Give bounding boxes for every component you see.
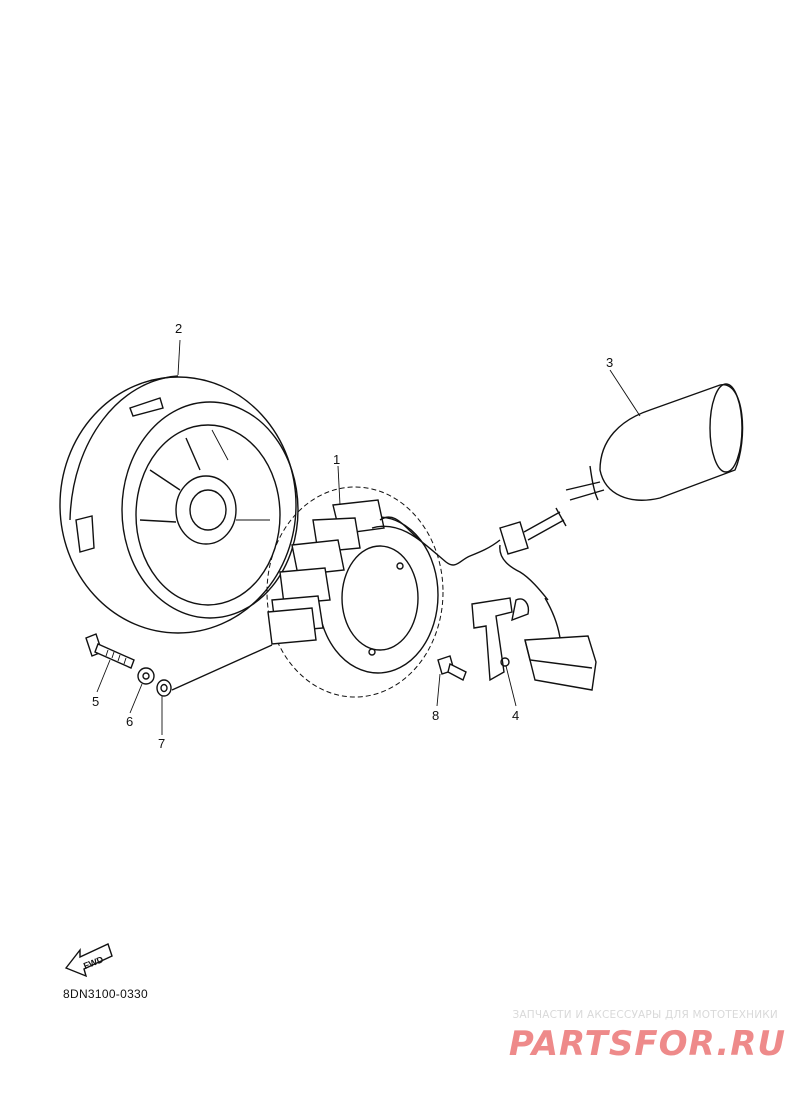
- connector-cap: [565, 383, 744, 501]
- pickup-coil: [524, 597, 597, 691]
- screw-8: [437, 655, 467, 681]
- washer-7: [156, 679, 172, 697]
- watermark-logo: PARTSFOR.RU: [508, 1024, 786, 1064]
- callout-6: 6: [126, 714, 133, 729]
- drawing-code: 8DN3100-0330: [63, 987, 148, 1001]
- callout-leaders: [96, 339, 641, 735]
- clamp-bracket: [471, 597, 530, 682]
- callout-8: 8: [432, 708, 439, 723]
- callout-7: 7: [158, 736, 165, 751]
- rotor-flywheel: [59, 375, 299, 634]
- washer-leader-line: [171, 644, 273, 691]
- fwd-arrow-icon: FWD: [64, 943, 113, 978]
- callout-2: 2: [175, 321, 182, 336]
- washer-6: [137, 667, 155, 685]
- callout-5: 5: [92, 694, 99, 709]
- callout-3: 3: [606, 355, 613, 370]
- stator-lead-wire: [499, 507, 567, 601]
- callout-1: 1: [333, 452, 340, 467]
- bolt-5: [85, 633, 135, 669]
- stator-assembly: [266, 486, 501, 698]
- watermark-subtitle: ЗАПЧАСТИ И АКСЕССУАРЫ ДЛЯ МОТОТЕХНИКИ: [512, 1009, 778, 1021]
- callout-4: 4: [512, 708, 519, 723]
